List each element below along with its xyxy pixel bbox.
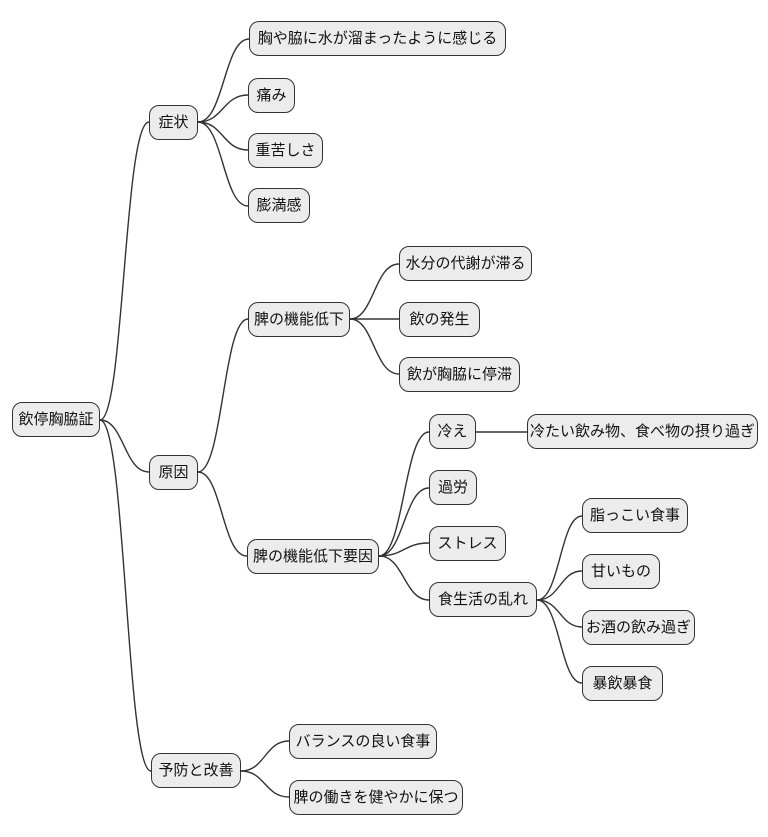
edge-factors-diet-disorder (378, 555, 430, 601)
node-overeating: 暴飲暴食 (582, 666, 663, 701)
edge-prevention-balanced-diet (240, 740, 290, 772)
node-oily-food: 脂っこい食事 (582, 498, 688, 533)
edge-diet-overeating (536, 599, 583, 684)
node-heaviness: 重苦しさ (248, 133, 323, 168)
node-sweets: 甘いもの (582, 554, 660, 589)
edge-factors-cold (378, 431, 430, 557)
node-stress: ストレス (429, 526, 506, 561)
edge-symptoms-fluid-feeling (197, 38, 250, 123)
edge-root-causes (99, 419, 150, 473)
node-prevention: 予防と改善 (151, 753, 241, 788)
edge-causes-decline-factors (197, 471, 248, 557)
node-alcohol: お酒の飲み過ぎ (582, 610, 695, 645)
edge-factors-stress (378, 542, 430, 557)
node-decline-factors: 脾の機能低下要因 (247, 539, 379, 574)
edge-diet-sweets (536, 570, 583, 601)
edge-spleen-decline-fluid-retention (349, 318, 400, 375)
node-balanced-diet: バランスの良い食事 (289, 724, 437, 759)
node-symptoms: 症状 (149, 105, 198, 140)
edge-diet-alcohol (536, 599, 583, 628)
node-spleen-decline: 脾の機能低下 (248, 302, 350, 337)
edge-prevention-spleen-health (240, 770, 290, 798)
node-fluid-formation: 飲の発生 (399, 302, 480, 337)
node-diet-disorder: 食生活の乱れ (429, 582, 537, 617)
edge-symptoms-heaviness (197, 121, 249, 151)
edge-symptoms-fullness (197, 121, 249, 207)
edge-causes-spleen-decline (197, 318, 249, 473)
node-fluid-feeling: 胸や脇に水が溜まったように感じる (249, 21, 506, 56)
edge-root-symptoms (99, 121, 150, 421)
node-cold-food: 冷たい飲み物、食べ物の摂り過ぎ (527, 414, 758, 449)
edge-root-prevention (99, 419, 152, 772)
node-fluid-retention: 飲が胸脇に停滞 (399, 357, 520, 392)
node-overwork: 過労 (429, 470, 477, 505)
edge-diet-oily-food (536, 515, 583, 601)
node-fullness: 膨満感 (248, 188, 310, 223)
node-causes: 原因 (149, 455, 198, 490)
node-root: 飲停胸脇証 (12, 402, 100, 437)
node-pain: 痛み (248, 78, 295, 113)
edge-symptoms-pain (197, 94, 249, 123)
edge-spleen-decline-water-metabolism (349, 263, 400, 320)
edge-factors-overwork (378, 487, 430, 557)
node-spleen-health: 脾の働きを健やかに保つ (289, 780, 463, 815)
node-water-metabolism: 水分の代謝が滞る (399, 246, 532, 281)
node-cold: 冷え (429, 414, 476, 449)
